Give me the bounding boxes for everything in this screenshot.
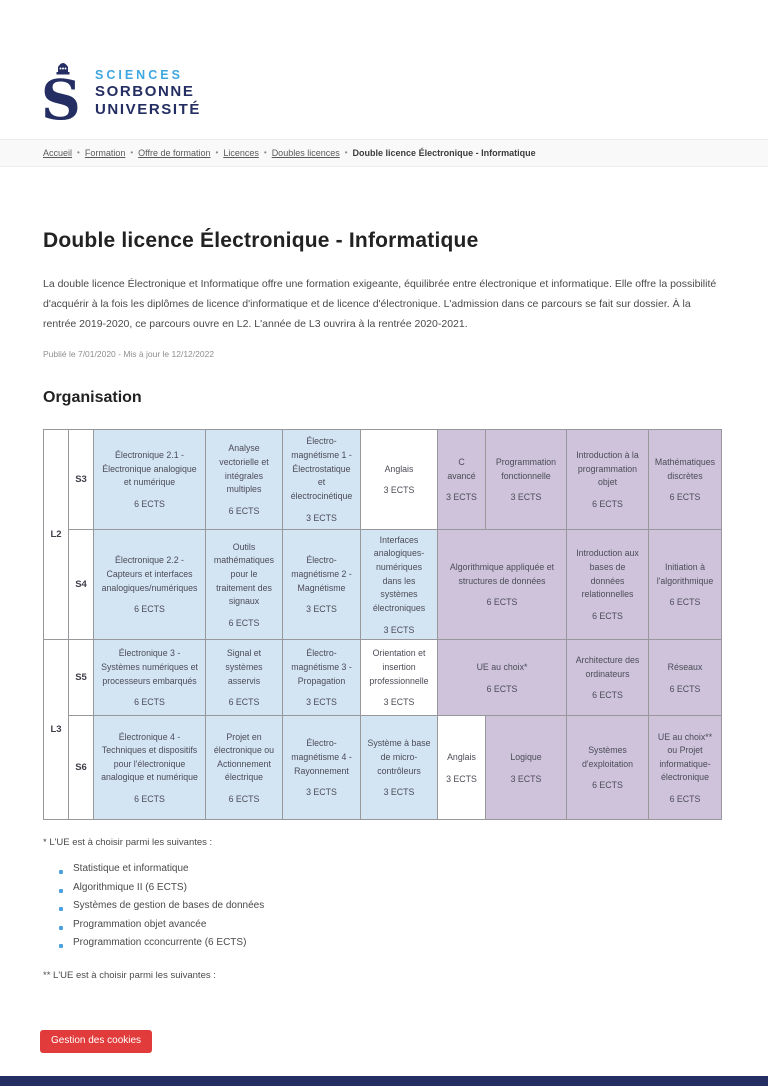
table-row: L3 S5 Électronique 3 - Systèmes numériqu…	[43, 639, 722, 821]
course-cell: Outils mathématiques pour le traitement …	[205, 528, 283, 641]
footnote-ue-choice-1: * L'UE est à choisir parmi les suivantes…	[43, 837, 213, 849]
breadcrumb-separator: •	[263, 148, 267, 157]
list-item: Statistique et informatique	[59, 863, 721, 875]
course-cell: Orientation et insertion professionnelle…	[360, 639, 438, 717]
course-cell: Projet en électronique ou Actionnement é…	[205, 715, 283, 821]
course-cell: Électronique 4 - Techniques et dispositi…	[93, 715, 206, 821]
course-cell: Algorithmique appliquée et structures de…	[437, 528, 567, 641]
list-item: Programmation objet avancée	[59, 919, 721, 930]
course-cell: Analyse vectorielle et intégrales multip…	[205, 428, 283, 530]
logo-wordmark: SCIENCES SORBONNE UNIVERSITÉ	[95, 69, 201, 118]
semester-cell-s5: S5	[68, 639, 94, 717]
breadcrumb-link-offre-de-formation[interactable]: Offre de formation	[138, 148, 211, 158]
course-cell: UE au choix*6 ECTS	[437, 639, 567, 717]
table-row: L2 S3 Électronique 2.1 - Électronique an…	[43, 428, 722, 641]
footnote-ue-choice-2: ** L'UE est à choisir parmi les suivante…	[43, 970, 216, 982]
page-title: Double licence Électronique - Informatiq…	[43, 229, 479, 252]
section-title-organisation: Organisation	[43, 388, 142, 406]
sorbonne-logo-icon[interactable]: S	[40, 60, 86, 132]
breadcrumb-separator: •	[344, 148, 348, 157]
list-item: Systèmes de gestion de bases de données	[59, 900, 721, 912]
semester-cell-s4: S4	[68, 528, 94, 641]
svg-text:S: S	[41, 67, 81, 122]
breadcrumb-current-page: Double licence Électronique - Informatiq…	[352, 148, 536, 158]
table-row: S6 Électronique 4 - Techniques et dispos…	[44, 715, 722, 821]
organisation-table: L2 S3 Électronique 2.1 - Électronique an…	[43, 428, 722, 821]
semester-cell-s6: S6	[68, 715, 94, 821]
logo-line-sciences: SCIENCES	[95, 67, 183, 82]
course-cell: UE au choix** ou Projet informatique-éle…	[648, 715, 722, 821]
logo-line-universite: UNIVERSITÉ	[95, 101, 202, 119]
table-row: S4 Électronique 2.2 - Capteurs et interf…	[44, 528, 722, 641]
cookie-settings-button[interactable]: Gestion des cookies	[40, 1030, 153, 1053]
course-cell: Électronique 2.2 - Capteurs et interface…	[93, 528, 206, 641]
semester-cell-s3: S3	[68, 428, 94, 530]
year-cell-l3: L3	[43, 639, 69, 821]
site-header: S SCIENCES SORBONNE UNIVERSITÉ	[40, 60, 768, 132]
course-cell: Interfaces analogiques-numériques dans l…	[360, 528, 438, 641]
breadcrumb-separator: •	[130, 148, 134, 157]
breadcrumb-link-doubles-licences[interactable]: Doubles licences	[271, 148, 340, 158]
main-content: Double licence Électronique - Informatiq…	[43, 229, 722, 982]
breadcrumb-link-licences[interactable]: Licences	[223, 148, 259, 158]
intro-paragraph: La double licence Électronique et Inform…	[43, 278, 717, 330]
ue-choices-list: Statistique et informatique Algorithmiqu…	[43, 863, 721, 949]
course-cell: Électronique 2.1 - Électronique analogiq…	[93, 428, 206, 530]
course-cell: Introduction aux bases de données relati…	[566, 528, 649, 641]
list-item: Programmation cconcurrente (6 ECTS)	[59, 937, 721, 949]
breadcrumb: Accueil • Formation • Offre de formation • Lic…	[0, 139, 768, 167]
breadcrumb-link-formation[interactable]: Formation	[84, 148, 126, 158]
course-cell: Électro-magnétisme 1 - Électrostatique e…	[282, 428, 361, 530]
logo-line-sorbonne: SORBONNE	[95, 83, 195, 101]
breadcrumb-link-accueil[interactable]: Accueil	[43, 148, 73, 158]
year-cell-l2: L2	[43, 428, 69, 641]
list-item: Algorithmique II (6 ECTS)	[59, 882, 721, 893]
breadcrumb-separator: •	[77, 148, 80, 157]
footer-bar	[0, 1076, 768, 1086]
published-date: Publié le 7/01/2020 - Mis à jour le 12/1…	[43, 348, 215, 359]
course-cell: Électronique 3 - Systèmes numériques et …	[93, 639, 206, 717]
breadcrumb-separator: •	[215, 148, 219, 157]
